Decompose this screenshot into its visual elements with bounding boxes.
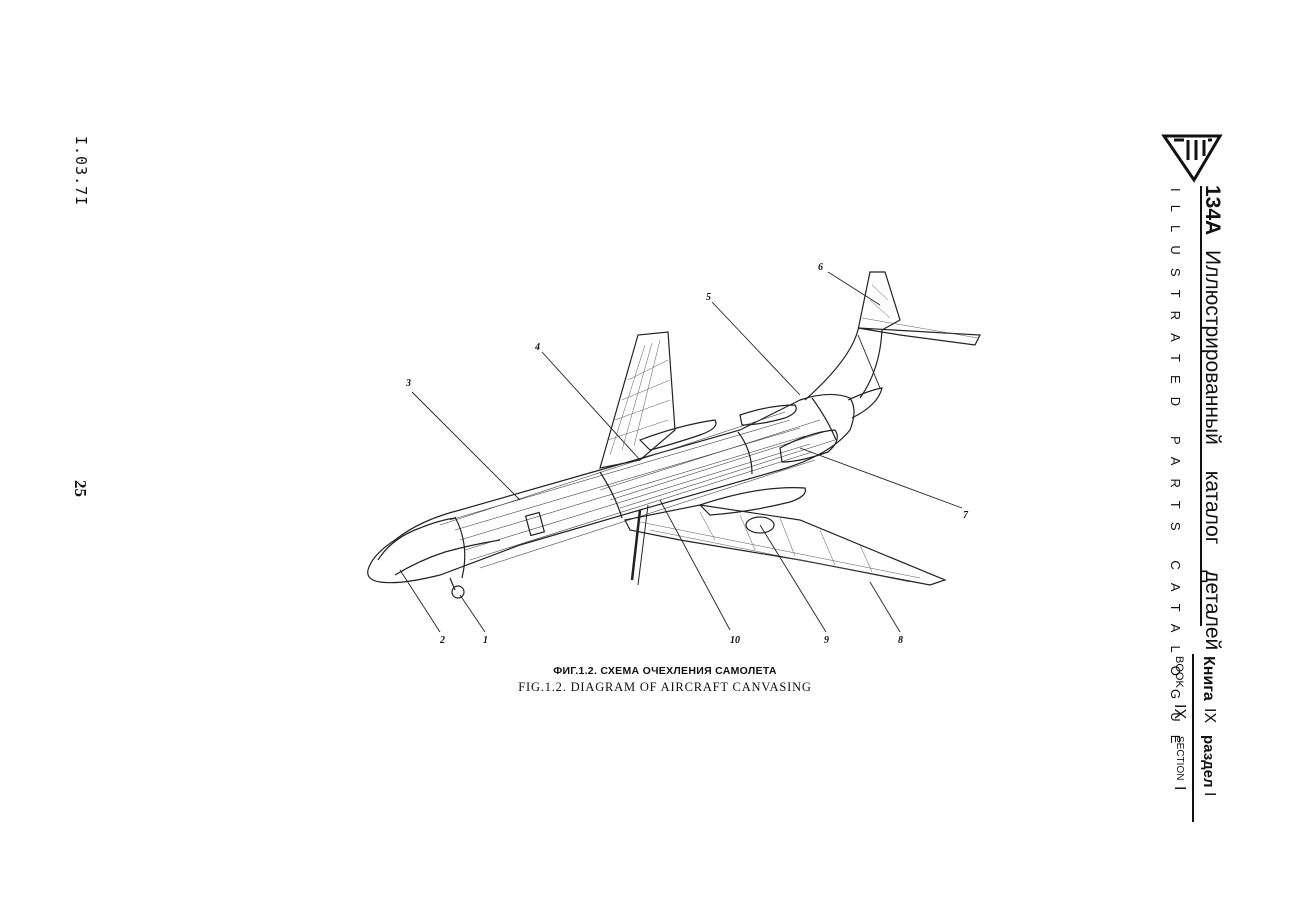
- callout-3: 3: [405, 378, 411, 389]
- model-number: 134A: [1201, 185, 1224, 236]
- engine-right: [698, 487, 807, 516]
- section-label-en: SECTION: [1174, 736, 1185, 781]
- callout-5: 5: [706, 292, 711, 303]
- callout-10: 10: [730, 635, 740, 646]
- header-rule: [1200, 186, 1202, 626]
- tail-fin: [804, 271, 901, 401]
- fuselage: [367, 393, 855, 584]
- manufacturer-logo: [1161, 134, 1223, 183]
- book-label-ru: Книга: [1200, 656, 1217, 701]
- rear-engine: [779, 429, 838, 463]
- section-number-ru: I: [1201, 792, 1218, 797]
- callout-1: 1: [483, 635, 488, 646]
- callout-2: 2: [439, 635, 445, 646]
- catalogue-title-ru: Иллюстрированный каталог деталей: [1201, 250, 1224, 651]
- wing-right: [624, 504, 947, 586]
- book-label-en: BOOK: [1173, 656, 1185, 688]
- wing-left: [599, 331, 676, 469]
- engine-left: [638, 419, 717, 451]
- callout-8: 8: [898, 635, 903, 646]
- callout-9: 9: [824, 635, 829, 646]
- book-number-en: IX: [1171, 704, 1188, 720]
- figure-caption-en: FIG.1.2. DIAGRAM OF AIRCRAFT CANVASING: [518, 680, 812, 694]
- callout-6: 6: [818, 262, 823, 273]
- book-rule: [1192, 654, 1194, 822]
- leader-lines: [399, 271, 963, 633]
- section-label-ru: раздел: [1200, 735, 1217, 788]
- callout-4: 4: [534, 342, 540, 353]
- callout-7: 7: [963, 510, 969, 521]
- aircraft-outline: [367, 271, 981, 599]
- section-number-en: I: [1171, 786, 1188, 791]
- book-number-ru: IX: [1201, 708, 1218, 724]
- tailplane: [857, 327, 981, 346]
- figure-caption-ru: ФИГ.1.2. СХЕМА ОЧЕХЛЕНИЯ САМОЛЕТА: [553, 665, 777, 677]
